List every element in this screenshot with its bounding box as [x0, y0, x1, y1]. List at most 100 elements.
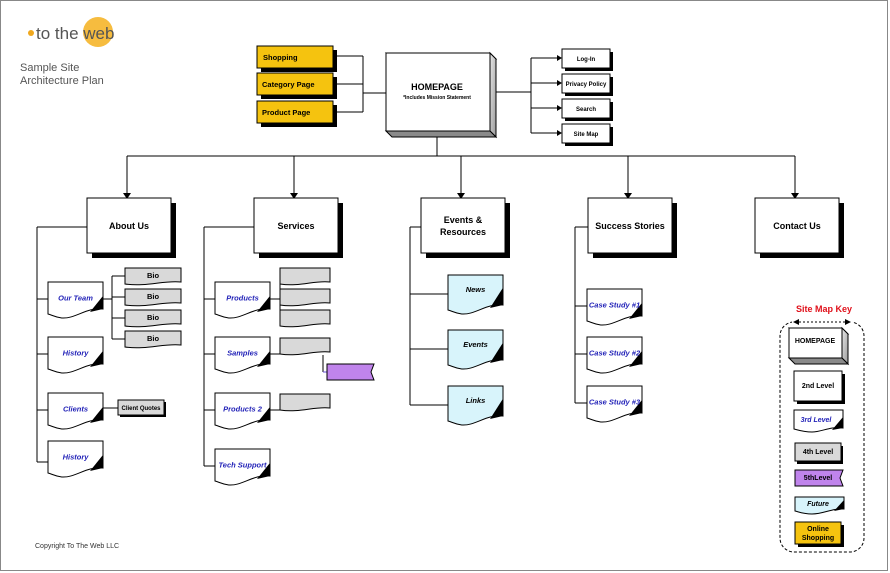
privacy-policy-page[interactable]: Privacy Policy: [561, 73, 613, 96]
logo-circle: [83, 17, 113, 47]
page-products-2-label: Products 2: [223, 405, 263, 414]
key-level3: 3rd Level: [793, 409, 844, 433]
third-level-pages: Our TeamHistoryClientsHistoryProductsSam…: [47, 281, 643, 486]
page-news-label: News: [466, 285, 486, 294]
page-tech-support[interactable]: Tech Support: [214, 448, 271, 486]
product-page[interactable]: Product Page: [256, 100, 337, 127]
key-future: Future: [794, 496, 845, 515]
homepage-note: *Includes Mission Statement: [403, 95, 471, 101]
homepage-box[interactable]: HOMEPAGE *Includes Mission Statement: [384, 51, 498, 139]
bio-page-4[interactable]: Bio: [124, 330, 182, 349]
page-products-2[interactable]: Products 2: [214, 392, 271, 430]
bio-page-1-label: Bio: [147, 271, 160, 280]
subtitle-line-1: Sample Site: [20, 62, 79, 74]
column-connectors: [36, 226, 588, 467]
fifth-level-page[interactable]: [326, 363, 375, 381]
page-news[interactable]: News: [447, 274, 504, 315]
bio-page-2[interactable]: Bio: [124, 288, 182, 307]
logo-text: to the web: [36, 24, 114, 43]
page-links-label: Links: [466, 396, 486, 405]
page-case-study-1[interactable]: Case Study #1: [586, 288, 643, 326]
key-title: Site Map Key: [796, 304, 852, 314]
bio-page-3[interactable]: Bio: [124, 309, 182, 328]
page-tech-support-label: Tech Support: [218, 461, 267, 470]
bio-page-4-label: Bio: [147, 334, 160, 343]
key-homepage: HOMEPAGE: [787, 326, 850, 366]
copyright: Copyright To The Web LLC: [35, 543, 119, 550]
page-clients[interactable]: Clients: [47, 392, 104, 430]
login-label: Log-In: [577, 57, 596, 63]
homepage-title: HOMEPAGE: [411, 82, 463, 92]
section-about-us[interactable]: About Us: [86, 197, 176, 258]
arrowheads: [123, 55, 799, 199]
page-our-team-label: Our Team: [58, 294, 93, 303]
top-connectors: [126, 55, 796, 196]
page-case-study-3-label: Case Study #3: [589, 398, 641, 407]
bio-page-3-label: Bio: [147, 313, 160, 322]
page-products[interactable]: Products: [214, 281, 271, 319]
key-level5-label: 5thLevel: [804, 475, 832, 482]
events-label-line2: Resources: [440, 227, 486, 237]
section-services[interactable]: Services: [253, 197, 343, 258]
page-our-team[interactable]: Our Team: [47, 281, 104, 319]
key-online-line2: Shopping: [802, 535, 834, 542]
site-map-key: Site Map Key HOMEPAGE 2nd Level 3rd Leve…: [779, 304, 865, 553]
shopping-label: Shopping: [263, 53, 298, 62]
key-level2-label: 2nd Level: [802, 383, 834, 390]
key-online-line1: Online: [807, 526, 829, 533]
key-level3-label: 3rd Level: [801, 417, 833, 424]
logo-dot: [28, 30, 34, 36]
logo: to the web: [28, 17, 114, 47]
section-success-stories[interactable]: Success Stories: [587, 197, 677, 258]
section-events-resources[interactable]: Events & Resources: [420, 197, 510, 258]
services-label: Services: [277, 221, 314, 231]
product-detail-1[interactable]: [279, 267, 331, 286]
page-history[interactable]: History: [47, 336, 104, 374]
page-history-label: History: [63, 349, 90, 358]
key-online-shopping: Online Shopping: [794, 521, 844, 547]
client-quotes-page[interactable]: Client Quotes: [117, 399, 166, 417]
subtitle-line-2: Architecture Plan: [20, 75, 104, 87]
page-samples[interactable]: Samples: [214, 336, 271, 374]
category-page-label: Category Page: [262, 80, 315, 89]
page-case-study-2-label: Case Study #2: [589, 349, 641, 358]
bio-page-1[interactable]: Bio: [124, 267, 182, 286]
privacy-policy-label: Privacy Policy: [566, 82, 607, 88]
key-level4-label: 4th Level: [803, 449, 833, 456]
key-level5: 5thLevel: [794, 469, 844, 487]
about-us-label: About Us: [109, 221, 149, 231]
sample-detail[interactable]: [279, 337, 331, 356]
product-2-detail[interactable]: [279, 393, 331, 412]
search-page[interactable]: Search: [561, 98, 613, 121]
page-history-2[interactable]: History: [47, 440, 104, 478]
search-label: Search: [576, 107, 596, 113]
key-level4: 4th Level: [794, 442, 843, 464]
site-map-label: Site Map: [574, 132, 599, 138]
page-clients-label: Clients: [63, 405, 88, 414]
page-case-study-2[interactable]: Case Study #2: [586, 336, 643, 374]
page-case-study-1-label: Case Study #1: [589, 301, 640, 310]
site-map-page[interactable]: Site Map: [561, 123, 613, 146]
category-page[interactable]: Category Page: [256, 72, 337, 99]
login-page[interactable]: Log-In: [561, 48, 613, 71]
page-links[interactable]: Links: [447, 385, 504, 426]
key-future-label: Future: [807, 501, 829, 508]
success-stories-label: Success Stories: [595, 221, 665, 231]
product-detail-3[interactable]: [279, 309, 331, 328]
product-detail-2[interactable]: [279, 288, 331, 307]
page-case-study-3[interactable]: Case Study #3: [586, 385, 643, 423]
page-products-label: Products: [226, 294, 259, 303]
events-label-line1: Events &: [444, 215, 483, 225]
page-events-label: Events: [463, 340, 488, 349]
page-events[interactable]: Events: [447, 329, 504, 370]
page-history-2-label: History: [63, 453, 90, 462]
shopping-page[interactable]: Shopping: [256, 45, 337, 72]
section-contact-us[interactable]: Contact Us: [754, 197, 844, 258]
bio-page-2-label: Bio: [147, 292, 160, 301]
product-page-label: Product Page: [262, 108, 310, 117]
client-quotes-label: Client Quotes: [121, 406, 161, 412]
